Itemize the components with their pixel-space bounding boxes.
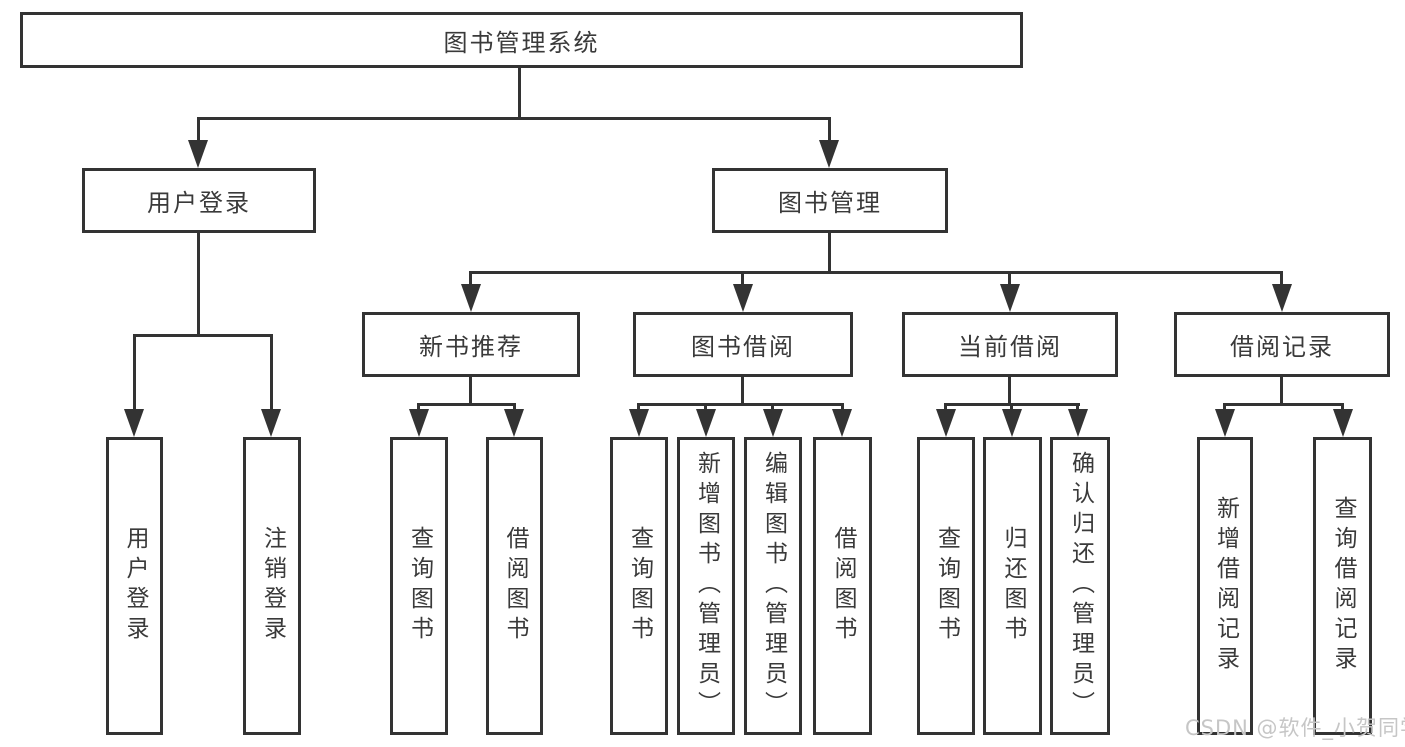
node-book-management: 图书管理 — [712, 168, 948, 233]
leaf-query-borrow-record: 查询借阅记录 — [1313, 437, 1372, 735]
leaf-label: 用户登录 — [122, 526, 148, 646]
leaf-user-login: 用户登录 — [106, 437, 163, 735]
leaf-query-books-2: 查询图书 — [610, 437, 668, 735]
connector-vline — [828, 233, 831, 273]
node-label: 新书推荐 — [419, 333, 523, 361]
leaf-confirm-return-admin: 确认归还（管理员） — [1050, 437, 1110, 735]
arrowhead-down-icon — [504, 409, 524, 437]
leaf-label: 查询借阅记录 — [1330, 496, 1356, 676]
arrowhead-down-icon — [733, 284, 753, 312]
connector-vline — [469, 271, 472, 289]
leaf-edit-book-admin: 编辑图书（管理员） — [744, 437, 802, 735]
connector-hline — [469, 271, 1283, 274]
leaf-add-book-admin: 新增图书（管理员） — [677, 437, 735, 735]
arrowhead-down-icon — [696, 409, 716, 437]
leaf-label: 借阅图书 — [830, 526, 856, 646]
leaf-query-books-3: 查询图书 — [917, 437, 975, 735]
arrowhead-down-icon — [1272, 284, 1292, 312]
arrowhead-down-icon — [124, 409, 144, 437]
connector-vline — [133, 334, 136, 414]
arrowhead-down-icon — [832, 409, 852, 437]
leaf-logout: 注销登录 — [243, 437, 301, 735]
leaf-add-borrow-record: 新增借阅记录 — [1197, 437, 1253, 735]
arrowhead-down-icon — [261, 409, 281, 437]
node-label: 图书管理 — [778, 189, 882, 217]
arrowhead-down-icon — [1215, 409, 1235, 437]
node-book-borrowing: 图书借阅 — [633, 312, 853, 377]
node-user-login: 用户登录 — [82, 168, 316, 233]
leaf-label: 查询图书 — [933, 526, 960, 646]
arrowhead-down-icon — [1000, 284, 1020, 312]
connector-vline — [828, 117, 831, 145]
arrowhead-down-icon — [1333, 409, 1353, 437]
connector-vline — [741, 271, 744, 289]
connector-vline — [270, 334, 273, 414]
node-label: 图书管理系统 — [443, 28, 600, 57]
watermark-text: CSDN @软件_小贺同学 — [1185, 716, 1405, 740]
node-borrow-records: 借阅记录 — [1174, 312, 1390, 377]
connector-vline — [518, 68, 521, 120]
connector-vline — [1008, 271, 1011, 289]
node-label: 图书借阅 — [691, 333, 795, 361]
leaf-label: 归还图书 — [1000, 526, 1026, 646]
node-label: 借阅记录 — [1230, 333, 1334, 361]
connector-vline — [1008, 377, 1011, 406]
connector-vline — [197, 233, 200, 337]
connector-vline — [1280, 271, 1283, 289]
leaf-query-books-1: 查询图书 — [390, 437, 448, 735]
node-new-book-recommend: 新书推荐 — [362, 312, 580, 377]
connector-hline — [197, 117, 831, 120]
leaf-label: 借阅图书 — [502, 526, 528, 646]
connector-vline — [469, 377, 472, 406]
leaf-label: 查询图书 — [406, 526, 433, 646]
arrowhead-down-icon — [629, 409, 649, 437]
leaf-label: 确认归还（管理员） — [1067, 451, 1094, 721]
leaf-label: 编辑图书（管理员） — [760, 451, 787, 721]
node-label: 当前借阅 — [958, 333, 1062, 361]
connector-hline — [417, 403, 516, 406]
leaf-label: 新增借阅记录 — [1212, 496, 1239, 676]
arrowhead-down-icon — [1068, 409, 1088, 437]
leaf-label: 注销登录 — [259, 526, 286, 646]
arrowhead-down-icon — [936, 409, 956, 437]
arrowhead-down-icon — [461, 284, 481, 312]
arrowhead-down-icon — [188, 140, 208, 168]
leaf-label: 查询图书 — [626, 526, 653, 646]
connector-vline — [197, 117, 200, 145]
leaf-return-book: 归还图书 — [983, 437, 1042, 735]
arrowhead-down-icon — [819, 140, 839, 168]
node-label: 用户登录 — [147, 189, 251, 217]
connector-hline — [133, 334, 273, 337]
connector-vline — [1280, 377, 1283, 406]
connector-hline — [1223, 403, 1344, 406]
leaf-borrow-books-1: 借阅图书 — [486, 437, 543, 735]
node-library-system: 图书管理系统 — [20, 12, 1023, 68]
connector-hline — [637, 403, 844, 406]
leaf-borrow-books-2: 借阅图书 — [813, 437, 872, 735]
arrowhead-down-icon — [409, 409, 429, 437]
arrowhead-down-icon — [763, 409, 783, 437]
node-current-borrowing: 当前借阅 — [902, 312, 1118, 377]
connector-vline — [741, 377, 744, 406]
leaf-label: 新增图书（管理员） — [693, 451, 720, 721]
arrowhead-down-icon — [1002, 409, 1022, 437]
